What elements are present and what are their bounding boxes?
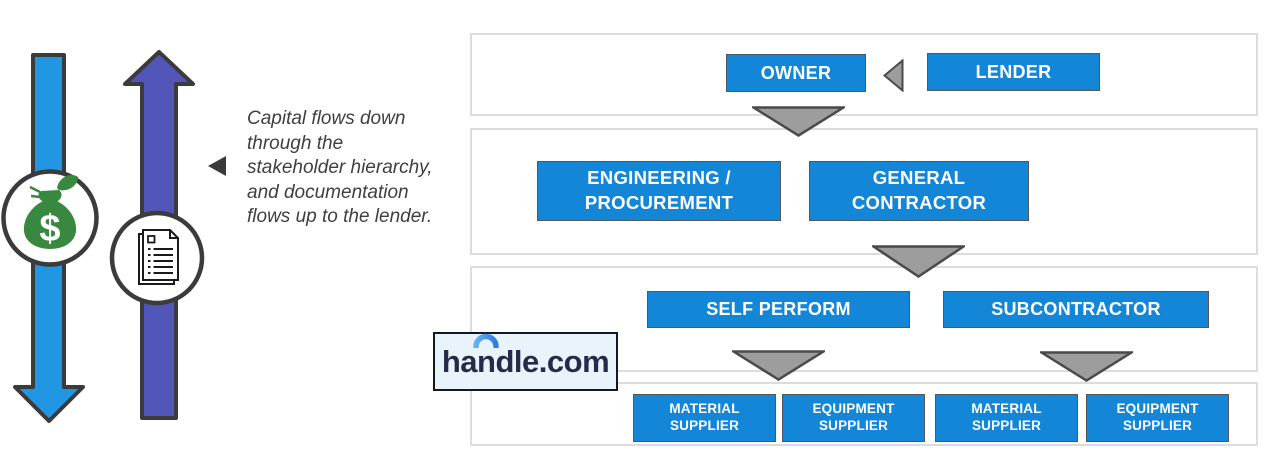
capital-documentation-flow-graphic: $ bbox=[1, 50, 205, 423]
material-supplier-box-1: MATERIAL SUPPLIER bbox=[633, 394, 776, 442]
flow-caption: Capital flows down through the stakehold… bbox=[247, 108, 433, 227]
owner-box: OWNER bbox=[726, 54, 866, 92]
logo-text-before: ha bbox=[441, 343, 478, 379]
subcontractor-down-arrowhead bbox=[1040, 351, 1133, 382]
general-contractor-down-arrowhead bbox=[872, 245, 965, 278]
general-contractor-box: GENERAL CONTRACTOR bbox=[809, 161, 1029, 221]
money-bag-icon: $ bbox=[1, 169, 99, 267]
self-perform-down-arrowhead bbox=[732, 350, 825, 381]
material-supplier-box-2: MATERIAL SUPPLIER bbox=[935, 394, 1078, 442]
lender-to-owner-arrowhead bbox=[883, 59, 904, 92]
lender-box: LENDER bbox=[927, 53, 1100, 91]
svg-text:$: $ bbox=[39, 208, 60, 250]
engineering-procurement-box: ENGINEERING / PROCUREMENT bbox=[537, 161, 781, 221]
logo-text-after: dle.com bbox=[495, 343, 610, 379]
logo-arc-icon bbox=[473, 333, 500, 348]
logo-arc-letter: n bbox=[473, 333, 500, 380]
documents-icon bbox=[109, 210, 205, 306]
subcontractor-box: SUBCONTRACTOR bbox=[943, 291, 1209, 328]
equipment-supplier-box-2: EQUIPMENT SUPPLIER bbox=[1086, 394, 1229, 442]
self-perform-box: SELF PERFORM bbox=[647, 291, 910, 328]
equipment-supplier-box-1: EQUIPMENT SUPPLIER bbox=[782, 394, 925, 442]
owner-down-arrowhead bbox=[752, 106, 845, 137]
caption-left-arrowhead-icon bbox=[208, 156, 226, 176]
